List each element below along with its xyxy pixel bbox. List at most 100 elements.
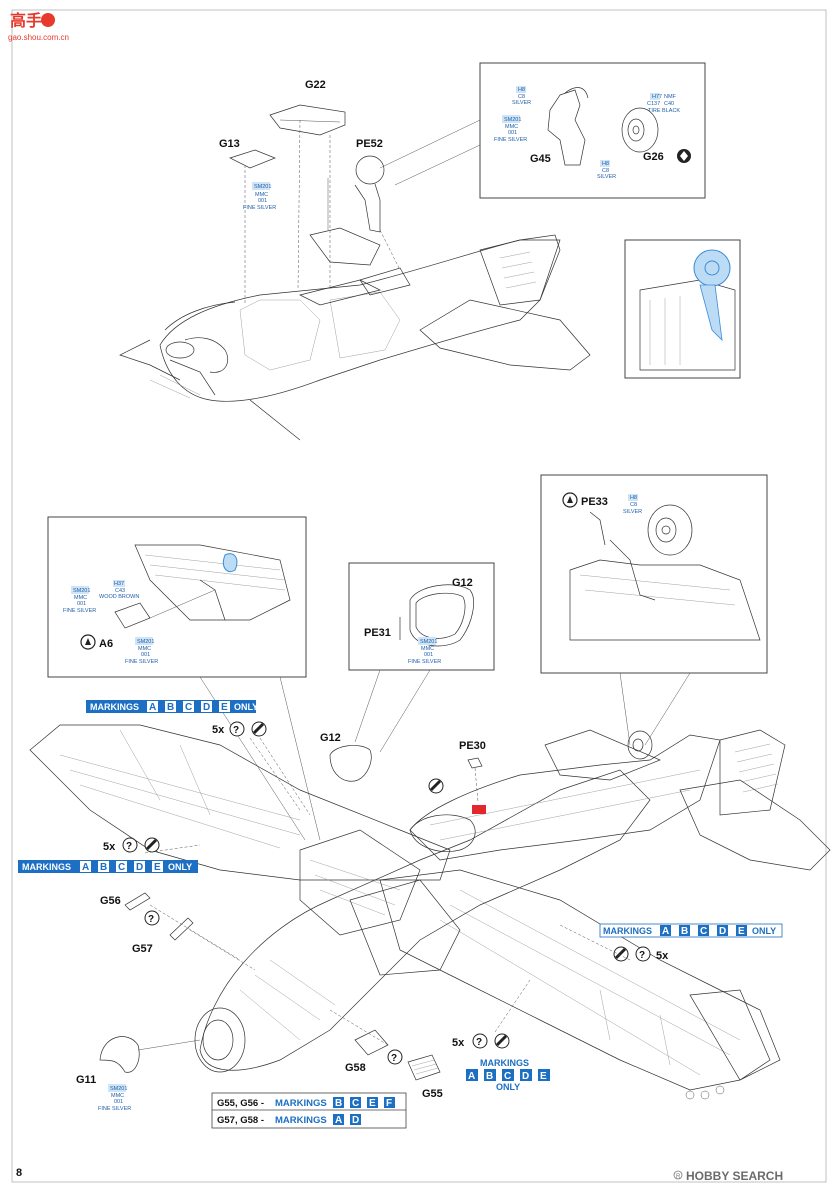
paint-callout-g45-silver: H8 C8 SILVER: [512, 86, 531, 106]
svg-text:FINE SILVER: FINE SILVER: [408, 659, 441, 665]
quantity-5x: 5x: [656, 950, 669, 962]
label-g12-detail: G12: [452, 577, 473, 589]
svg-text:B: B: [167, 702, 174, 713]
svg-text:SILVER: SILVER: [597, 174, 616, 180]
svg-text:TIRE BLACK: TIRE BLACK: [648, 108, 680, 114]
label-g13: G13: [219, 138, 240, 150]
svg-text:D: D: [203, 702, 210, 713]
label-g22: G22: [305, 79, 326, 91]
svg-text:C: C: [504, 1071, 511, 1082]
svg-text:A: A: [335, 1115, 342, 1126]
label-pe31: PE31: [364, 627, 391, 639]
svg-text:FINE SILVER: FINE SILVER: [494, 137, 527, 143]
svg-text:SILVER: SILVER: [623, 509, 642, 515]
paint-callout-g12: SM201 MMC 001 FINE SILVER: [408, 637, 441, 665]
detail-box-pe33: H8 C8 SILVER PE33: [540, 474, 768, 746]
svg-text:A: A: [82, 862, 89, 873]
optional-marking-icon: [494, 1033, 510, 1049]
svg-text:C: C: [700, 926, 707, 937]
label-g57: G57: [132, 943, 153, 955]
svg-text:A: A: [662, 926, 669, 937]
paint-callout-g45-fine-silver: SM201 MMC 001 FINE SILVER: [494, 115, 527, 143]
markings-banner: MARKINGS A B C D E ONLY: [599, 923, 783, 938]
paint-callout-a6-wood-brown: H37 C43 WOOD BROWN: [99, 580, 139, 600]
paint-callout-pe33: H8 C8 SILVER: [623, 494, 642, 515]
paint-instruction-icon: [677, 149, 691, 163]
quantity-5x: 5x: [212, 724, 225, 736]
svg-text:MMC: MMC: [421, 646, 434, 652]
paint-instruction-icon: [562, 492, 578, 508]
part-g58-drawing: [354, 1029, 389, 1056]
part-g55-drawing: [407, 1054, 441, 1081]
legend-row1-label: MARKINGS: [275, 1098, 327, 1109]
svg-text:?: ?: [126, 841, 132, 852]
question-mark-icon: ?: [472, 1033, 488, 1049]
markings-banner: MARKINGS A B C D E ONLY: [18, 860, 198, 873]
svg-text:C8: C8: [518, 94, 525, 100]
optional-marking-icon: [144, 837, 160, 853]
svg-text:001: 001: [141, 652, 150, 658]
svg-text:C40: C40: [664, 101, 674, 107]
svg-text:ONLY: ONLY: [496, 1082, 520, 1092]
svg-text:001: 001: [258, 198, 267, 204]
svg-text:SM201: SM201: [137, 639, 154, 645]
label-g12: G12: [320, 732, 341, 744]
markings-banner-stacked: MARKINGS A B C D E ONLY: [465, 1056, 565, 1092]
svg-text:SILVER: SILVER: [512, 100, 531, 106]
paint-instruction-icon: [80, 634, 96, 650]
svg-text:ONLY: ONLY: [234, 702, 258, 712]
label-pe30: PE30: [459, 740, 486, 752]
svg-text:001: 001: [114, 1099, 123, 1105]
svg-text:D: D: [522, 1071, 529, 1082]
paint-callout-g13: SM201 MMC 001 FINE SILVER: [243, 182, 276, 211]
lower-aircraft-drawing: [29, 724, 831, 1100]
optional-marking-icon: [613, 946, 629, 962]
paint-callout-a6-fine-silver-2: SM201 MMC 001 FINE SILVER: [125, 637, 158, 665]
legend-row1-parts: G55, G56 -: [217, 1098, 264, 1109]
svg-text:MMC: MMC: [505, 124, 518, 130]
svg-text:C: C: [352, 1098, 359, 1109]
watermark-logo-text: 高手: [10, 11, 42, 30]
part-g12-drawing: [329, 745, 372, 782]
page-border: [11, 9, 827, 1183]
svg-text:C43: C43: [115, 588, 125, 594]
svg-text:C137: C137: [647, 101, 660, 107]
label-g56: G56: [100, 895, 121, 907]
detail-box-a6: SM201 MMC 001 FINE SILVER H37 C43 WOOD B…: [47, 516, 321, 841]
registered-mark-icon: R: [673, 1170, 683, 1180]
svg-text:?: ?: [639, 950, 645, 961]
optional-marker-icons: ? ? ? ? ?: [122, 721, 651, 1065]
svg-text:D: D: [719, 926, 726, 937]
svg-text:?: ?: [476, 1037, 482, 1048]
svg-text:C: C: [185, 702, 192, 713]
svg-text:MARKINGS: MARKINGS: [603, 926, 652, 936]
svg-text:B: B: [486, 1071, 493, 1082]
footer-brand: R HOBBY SEARCH: [673, 1169, 783, 1183]
svg-text:H77: H77: [652, 94, 662, 100]
footer-brand-text: HOBBY SEARCH: [686, 1169, 783, 1183]
svg-text:C: C: [118, 862, 125, 873]
upper-fuselage-drawing: [119, 227, 591, 441]
markings-banner: MARKINGS A B C D E ONLY: [86, 700, 258, 713]
quantity-5x: 5x: [103, 841, 116, 853]
svg-text:SM201: SM201: [420, 639, 437, 645]
paint-callout-a6-fine-silver: SM201 MMC 001 FINE SILVER: [63, 586, 96, 614]
svg-text:B: B: [335, 1098, 342, 1109]
svg-text:001: 001: [424, 652, 433, 658]
svg-text:MARKINGS: MARKINGS: [22, 862, 71, 872]
label-g55: G55: [422, 1088, 443, 1100]
svg-text:E: E: [154, 862, 161, 873]
part-g56-drawing: [124, 892, 151, 911]
label-a6: A6: [99, 638, 113, 650]
svg-text:D: D: [136, 862, 143, 873]
svg-text:001: 001: [508, 130, 517, 136]
label-pe33: PE33: [581, 496, 608, 508]
part-pe52-drawing: [327, 155, 401, 271]
optional-marking-icon: [251, 721, 267, 737]
quantity-5x: 5x: [452, 1037, 465, 1049]
svg-text:ONLY: ONLY: [168, 862, 192, 872]
question-mark-icon: ?: [387, 1049, 403, 1065]
svg-text:?: ?: [148, 914, 154, 925]
